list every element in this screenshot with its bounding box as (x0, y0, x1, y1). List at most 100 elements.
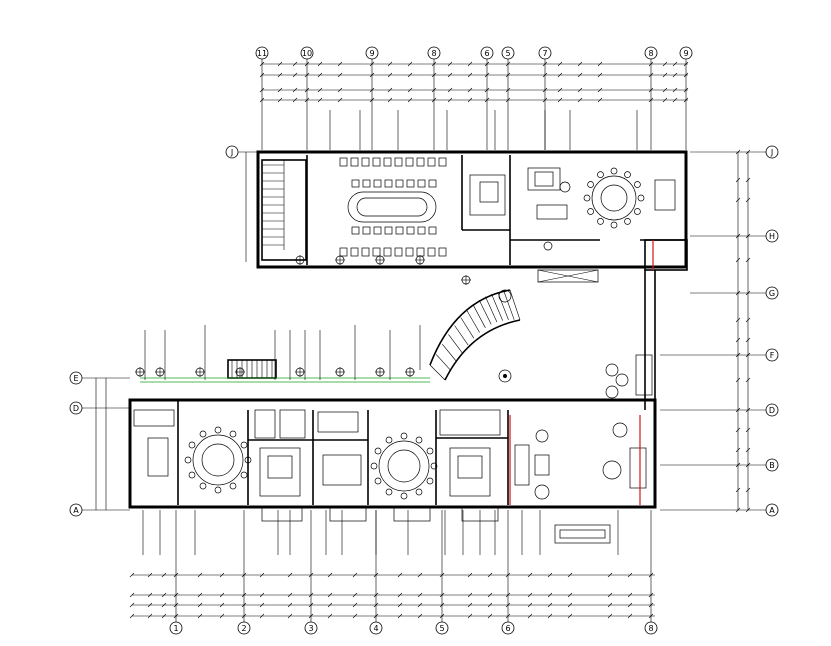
chair (188, 441, 196, 449)
dimension-tick (317, 97, 323, 103)
dimension-tick (197, 572, 203, 578)
chair (405, 247, 414, 257)
left-axis-label: A (73, 506, 79, 515)
top-axis-label: 11 (257, 49, 267, 58)
chair (394, 247, 403, 257)
chair (406, 226, 415, 235)
chair (362, 226, 371, 235)
chair (373, 179, 382, 188)
dimension-tick (147, 602, 153, 608)
dimension-tick (397, 602, 403, 608)
chair (428, 226, 437, 235)
dimension-tick (161, 613, 167, 619)
annotation-leaders (142, 110, 638, 555)
dimension-tick (745, 257, 751, 263)
stair-tread (509, 289, 521, 321)
dimension-tick (467, 87, 473, 93)
chair (229, 430, 237, 438)
dimension-tick (557, 72, 563, 78)
dimension-tick (487, 613, 493, 619)
top-axis-label: 8 (431, 49, 436, 58)
dimension-tick (567, 592, 573, 598)
dimension-tick (597, 87, 603, 93)
dimension-tick (672, 61, 678, 67)
chair (372, 157, 381, 167)
chair (427, 157, 436, 167)
dimension-tick (627, 613, 633, 619)
chair (214, 426, 222, 434)
dimension-tick (487, 572, 493, 578)
dimension-tick (527, 602, 533, 608)
dimension-tick (662, 72, 668, 78)
dimension-tick (527, 572, 533, 578)
dimension-tick (735, 149, 741, 155)
chair (597, 171, 604, 178)
dimension-tick (219, 592, 225, 598)
dimension-tick (292, 61, 298, 67)
bottom-axis-label: 5 (439, 624, 444, 633)
chair (383, 157, 392, 167)
dimension-tick (607, 592, 613, 598)
dimension-tick (467, 592, 473, 598)
dimension-tick (259, 572, 265, 578)
chair (438, 247, 447, 257)
chair (361, 157, 370, 167)
chair (395, 226, 404, 235)
dimension-tick (387, 97, 393, 103)
dimension-tick (745, 317, 751, 323)
dimension-tick (745, 197, 751, 203)
top-axis-label: 10 (302, 49, 312, 58)
left-dimension-lines (80, 377, 130, 511)
dimension-tick (607, 572, 613, 578)
dimension-tick (735, 317, 741, 323)
dimension-tick (129, 592, 135, 598)
chair (383, 247, 392, 257)
dimension-tick (447, 87, 453, 93)
chair (400, 432, 408, 440)
dimension-tick (317, 87, 323, 93)
dimension-tick (467, 97, 473, 103)
dimension-tick (745, 149, 751, 155)
stair-tread (442, 344, 457, 362)
chair (430, 462, 438, 470)
chair (400, 492, 408, 500)
right-axis-label: F (770, 351, 775, 360)
stair-tread (435, 354, 452, 371)
stair-tread (478, 299, 492, 325)
dimension-tick (287, 602, 293, 608)
dimension-tick (627, 572, 633, 578)
chair (583, 194, 591, 202)
dimension-tick (417, 613, 423, 619)
chair (587, 208, 594, 215)
color-accents (140, 240, 654, 505)
dimension-tick (547, 592, 553, 598)
stair-tread (448, 334, 463, 354)
dimension-tick (161, 592, 167, 598)
dimension-tick (627, 592, 633, 598)
bottom-axis-label: 6 (505, 624, 510, 633)
chair (188, 471, 196, 479)
dimension-tick (487, 592, 493, 598)
dimension-tick (627, 602, 633, 608)
dimension-tick (161, 602, 167, 608)
bottom-axis-label: 1 (173, 624, 178, 633)
chair (339, 247, 348, 257)
bottom-dimension-lines (129, 572, 655, 619)
dimension-tick (745, 177, 751, 183)
bottom-axis-lines (175, 510, 652, 622)
right-axis-label: J (770, 148, 773, 157)
dimension-tick (467, 72, 473, 78)
dimension-tick (567, 572, 573, 578)
dimension-tick (547, 613, 553, 619)
dimension-tick (417, 592, 423, 598)
chair (405, 157, 414, 167)
dimension-tick (327, 613, 333, 619)
chair (634, 208, 641, 215)
chair (384, 179, 393, 188)
dimension-tick (292, 87, 298, 93)
chair (350, 247, 359, 257)
upper-wing-walls (256, 150, 688, 271)
chair (395, 179, 404, 188)
dimension-tick (161, 572, 167, 578)
chair (199, 482, 207, 490)
